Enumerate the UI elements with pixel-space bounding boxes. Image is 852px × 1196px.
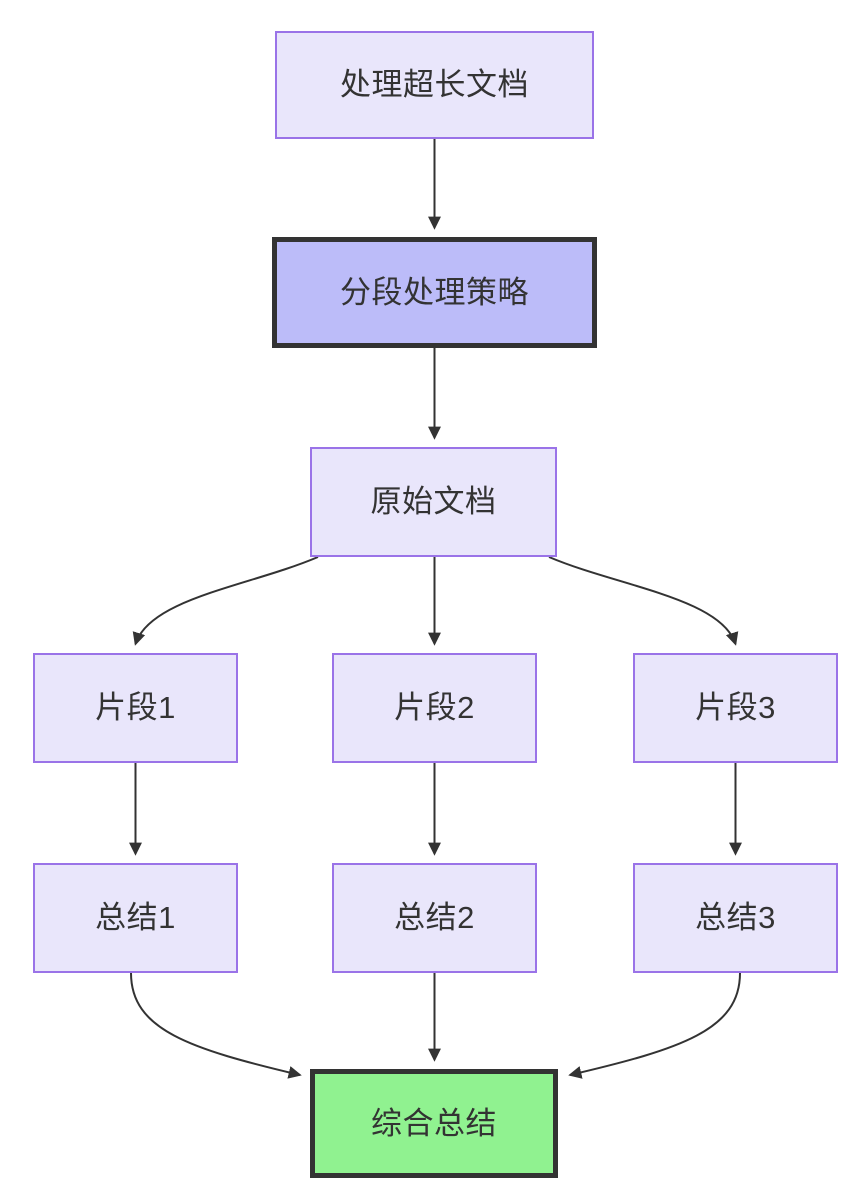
node-chunk-3[interactable]: 片段3 bbox=[633, 653, 838, 763]
node-process-long-document[interactable]: 处理超长文档 bbox=[275, 31, 594, 139]
node-label: 原始文档 bbox=[370, 484, 497, 520]
node-label: 综合总结 bbox=[371, 1105, 497, 1141]
node-label: 片段2 bbox=[394, 690, 475, 726]
node-label: 处理超长文档 bbox=[340, 67, 529, 103]
node-label: 片段1 bbox=[95, 690, 176, 726]
node-chunk-2[interactable]: 片段2 bbox=[332, 653, 537, 763]
node-chunk-1[interactable]: 片段1 bbox=[33, 653, 238, 763]
node-label: 总结3 bbox=[695, 900, 776, 936]
edge-source-to-chunk3 bbox=[548, 556, 739, 646]
node-comprehensive-summary[interactable]: 综合总结 bbox=[310, 1069, 558, 1178]
node-label: 分段处理策略 bbox=[340, 274, 529, 310]
node-source-document[interactable]: 原始文档 bbox=[310, 447, 557, 557]
node-chunking-strategy[interactable]: 分段处理策略 bbox=[272, 237, 597, 348]
edge-summary1-to-final bbox=[130, 972, 302, 1079]
node-label: 片段3 bbox=[695, 690, 776, 726]
edge-summary3-to-final bbox=[568, 972, 741, 1079]
node-summary-3[interactable]: 总结3 bbox=[633, 863, 838, 973]
node-summary-1[interactable]: 总结1 bbox=[33, 863, 238, 973]
edge-source-to-chunk1 bbox=[132, 556, 319, 646]
node-label: 总结1 bbox=[95, 900, 176, 936]
node-label: 总结2 bbox=[394, 900, 475, 936]
node-summary-2[interactable]: 总结2 bbox=[332, 863, 537, 973]
